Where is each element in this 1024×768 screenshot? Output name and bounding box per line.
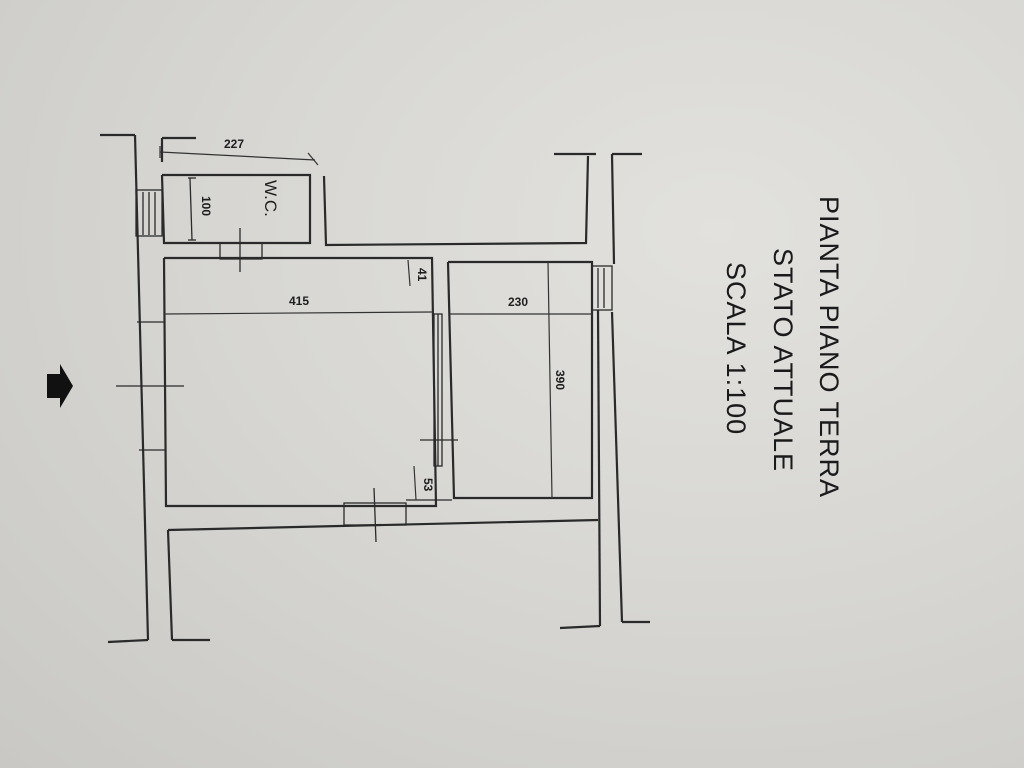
wc-width-dimension: 227 — [159, 137, 319, 166]
title-line-3: SCALA 1:100 — [721, 262, 751, 435]
lower-corridor — [166, 487, 599, 642]
window-wc — [135, 189, 163, 237]
arrow-right-icon — [47, 364, 73, 408]
wc-door — [219, 228, 263, 272]
second-room-width-label: 230 — [508, 295, 528, 309]
wc-depth-label: 100 — [199, 196, 213, 216]
title-line-1: PIANTA PIANO TERRA — [814, 196, 844, 498]
window-right — [591, 265, 613, 311]
wc-label: W.C. — [261, 180, 280, 217]
second-room-length-label: 390 — [553, 370, 567, 390]
title-line-2: STATO ATTUALE — [768, 248, 798, 472]
outer-wall — [100, 133, 196, 644]
main-room-width-label: 415 — [289, 294, 309, 308]
wc-room: 100 W.C. — [160, 155, 590, 247]
small-dim-top-label: 41 — [415, 268, 429, 282]
wc-width-label: 227 — [224, 137, 244, 151]
right-outer-wall — [554, 152, 650, 630]
second-room: 230 390 — [446, 260, 594, 500]
main-room: 415 41 53 — [116, 256, 438, 508]
small-dim-bottom-label: 53 — [421, 478, 435, 492]
title-block: PIANTA PIANO TERRA STATO ATTUALE SCALA 1… — [721, 196, 844, 498]
